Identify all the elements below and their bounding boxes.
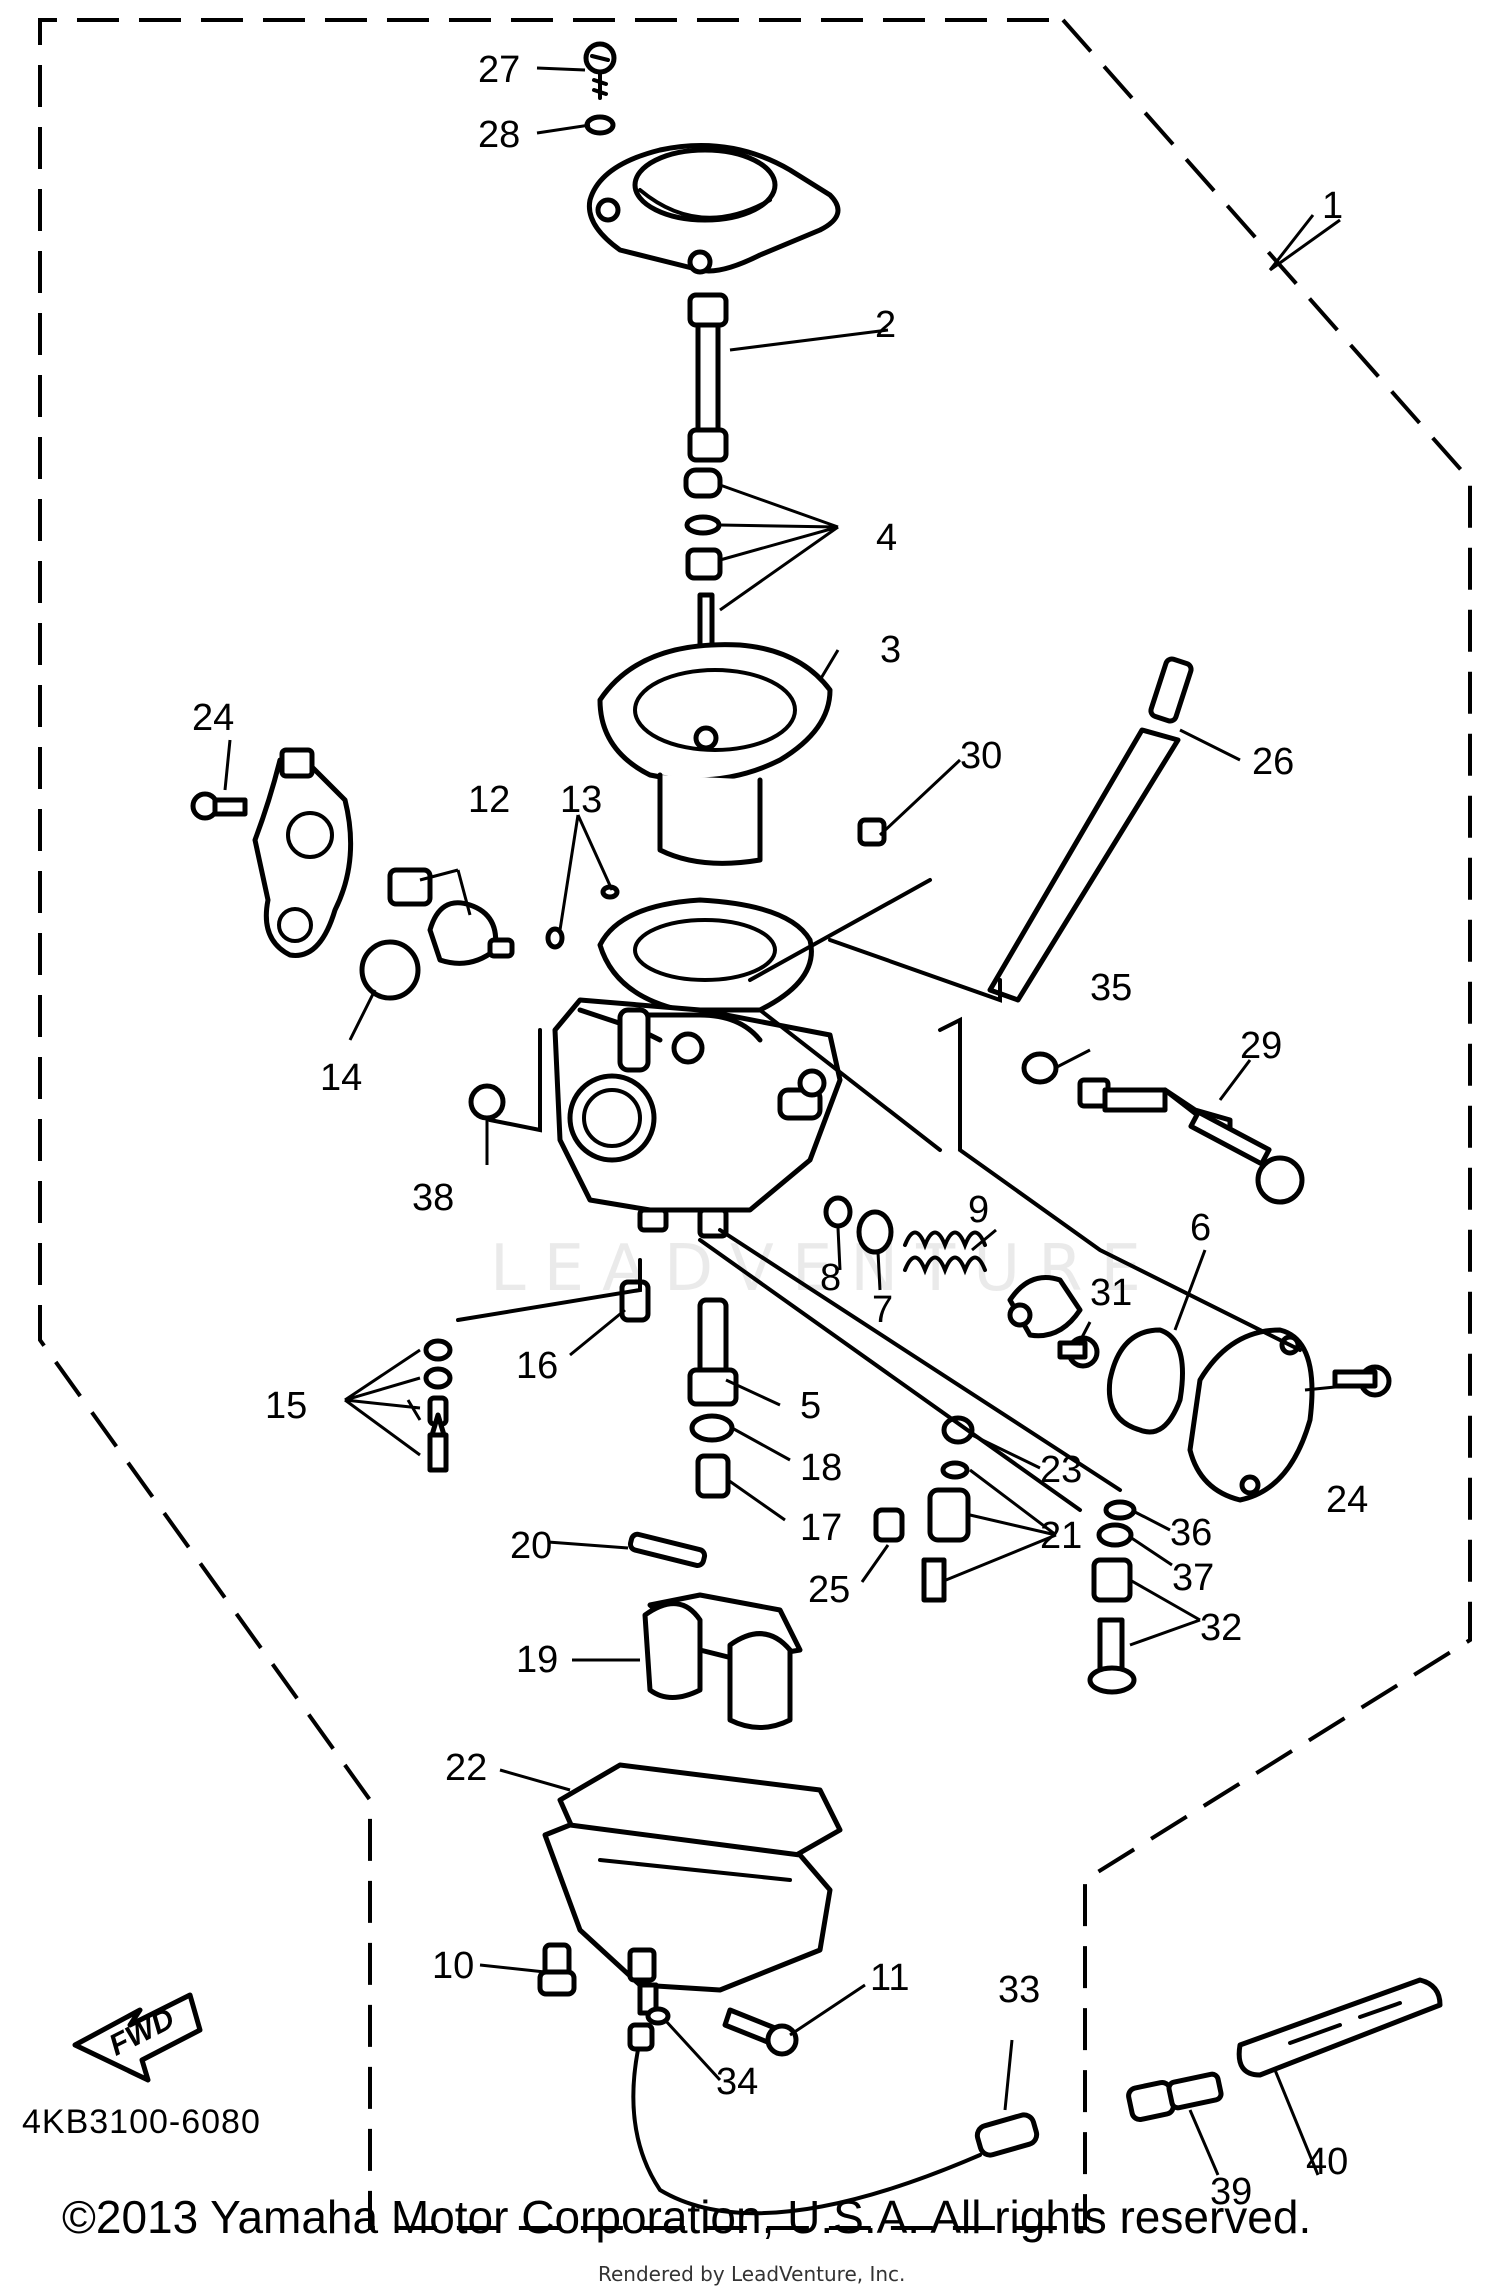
callout-20: 20 [510, 1525, 552, 1567]
callout-12: 12 [468, 779, 510, 821]
callout-40: 40 [1306, 2141, 1348, 2183]
callout-32: 32 [1200, 1607, 1242, 1649]
callout-37: 37 [1172, 1557, 1214, 1599]
drain-screw-32 [1087, 1557, 1137, 1695]
callout-22: 22 [445, 1747, 487, 1789]
starter-plunger-rod [987, 656, 1194, 1003]
washer-7 [856, 1209, 894, 1255]
callout-9: 9 [968, 1189, 989, 1231]
callout-18: 18 [800, 1447, 842, 1489]
hose-40 [1236, 1977, 1443, 2078]
bolt-left [190, 791, 248, 821]
float-bowl [542, 1822, 833, 2016]
top-cover-screw [583, 41, 617, 100]
drain-plug-10 [537, 1942, 577, 1997]
callout-33: 33 [998, 1969, 1040, 2011]
callout-24-right: 24 [1326, 1479, 1368, 1521]
callout-34: 34 [716, 2061, 758, 2103]
callout-31: 31 [1090, 1272, 1132, 1314]
o-ring-36 [1103, 1499, 1137, 1521]
callout-21: 21 [1040, 1515, 1082, 1557]
diagram-part-number: 4KB3100-6080 [22, 2103, 261, 2141]
top-cover-washer [584, 114, 616, 136]
gasket-6 [1106, 1327, 1185, 1435]
spring-9 [903, 1230, 987, 1276]
spring [687, 292, 729, 463]
callout-11: 11 [870, 1957, 909, 1999]
callout-29: 29 [1240, 1025, 1282, 1067]
callout-7: 7 [872, 1289, 893, 1331]
float-pin-20 [627, 1531, 708, 1568]
jet-25 [873, 1507, 905, 1543]
o-ring-13a [545, 926, 565, 950]
callout-16: 16 [516, 1345, 558, 1387]
callout-13: 13 [560, 779, 602, 821]
callout-8: 8 [820, 1257, 841, 1299]
callout-26: 26 [1252, 741, 1294, 783]
enricher-diaphragm [359, 939, 421, 1001]
carburetor-body [552, 897, 843, 1239]
washer-18 [689, 1413, 735, 1443]
fitting-39 [1126, 2071, 1224, 2123]
screw-11 [722, 2007, 799, 2057]
rendered-by-credit: Rendered by LeadVenture, Inc. [598, 2262, 906, 2286]
main-jet-17 [695, 1453, 731, 1499]
callout-4: 4 [876, 517, 897, 559]
copyright-notice: ©2013 Yamaha Motor Corporation, U.S.A. A… [62, 2191, 1312, 2243]
callout-27: 27 [478, 49, 520, 91]
assembly-boundary [38, 18, 1472, 2230]
enricher-spring [387, 867, 433, 907]
screw-31 [1057, 1335, 1100, 1369]
bolt-right [1332, 1364, 1392, 1398]
callout-39: 39 [1210, 2171, 1252, 2213]
top-cover [586, 143, 841, 275]
callout-15: 15 [265, 1385, 307, 1427]
needle-valve-o-ring [940, 1460, 970, 1480]
o-ring-34 [645, 2006, 671, 2026]
callout-24-left: 24 [192, 697, 234, 739]
callout-25: 25 [808, 1569, 850, 1611]
callout-3: 3 [880, 629, 901, 671]
callout-2: 2 [875, 304, 896, 346]
pilot-washer-b [423, 1366, 453, 1390]
callout-17: 17 [800, 1507, 842, 1549]
callout-14: 14 [320, 1057, 362, 1099]
pilot-washer-a [423, 1338, 453, 1362]
enricher-cover [427, 900, 515, 966]
callout-28: 28 [478, 114, 520, 156]
needle-valve-21 [921, 1487, 971, 1603]
callout-38: 38 [412, 1177, 454, 1219]
callout-19: 19 [516, 1639, 558, 1681]
callout-6: 6 [1190, 1207, 1211, 1249]
nut-38 [468, 1083, 506, 1121]
pilot-jet-16 [619, 1279, 651, 1323]
callout-36: 36 [1170, 1512, 1212, 1554]
throttle-lever [1007, 1275, 1083, 1339]
fwd-arrow-icon: FWD [72, 1992, 203, 2083]
starter-plunger [1077, 1077, 1305, 1205]
washer-37 [1096, 1522, 1134, 1548]
callout-30: 30 [960, 735, 1002, 777]
needle-jet-5 [687, 1297, 739, 1407]
pump-cover [1187, 1327, 1315, 1503]
float-19 [642, 1592, 803, 1730]
screw-30 [857, 817, 887, 847]
callout-35: 35 [1090, 967, 1132, 1009]
o-ring-35 [1021, 1051, 1059, 1085]
leader-lines [223, 66, 1356, 2176]
o-ring-8 [823, 1195, 853, 1229]
drain-hose-33 [627, 2022, 1040, 2216]
pilot-screw [427, 1412, 449, 1473]
diaphragm-piston [597, 642, 833, 866]
callout-10: 10 [432, 1945, 474, 1987]
cable-bracket [252, 747, 354, 958]
routing-lines [456, 878, 1302, 1512]
seat-23 [941, 1415, 975, 1445]
callout-23: 23 [1040, 1449, 1082, 1491]
callout-1: 1 [1322, 185, 1343, 227]
callout-5: 5 [800, 1385, 821, 1427]
